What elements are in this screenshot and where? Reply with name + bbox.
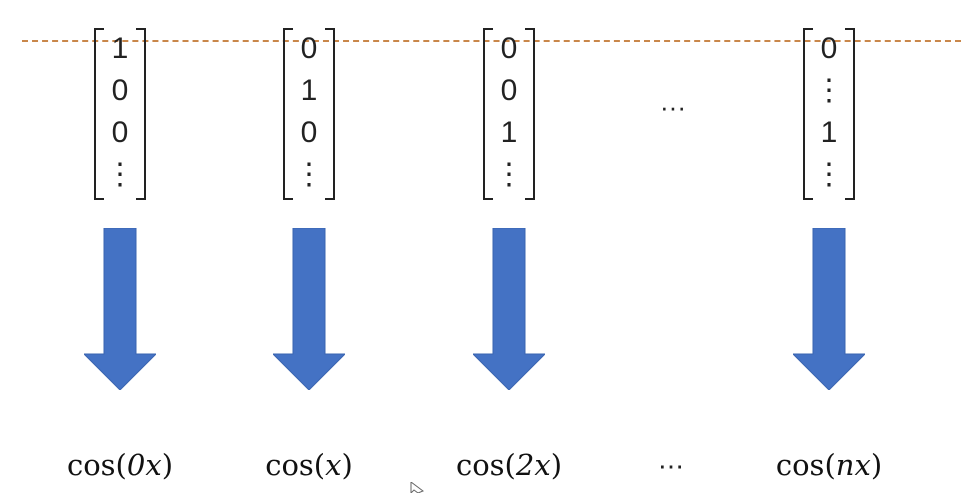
label-function: cos( <box>775 448 836 482</box>
vector-entries: 0 0 1 ⋮ <box>493 28 525 198</box>
down-arrow-icon <box>273 228 345 390</box>
vector-entry: 0 <box>300 116 318 149</box>
right-bracket <box>325 28 335 200</box>
cos-label-1: cos(0x) <box>67 448 173 482</box>
vector-entry: ⋮ <box>294 158 324 191</box>
label-function: cos( <box>66 448 127 482</box>
left-bracket <box>94 28 104 200</box>
left-bracket <box>283 28 293 200</box>
right-bracket <box>525 28 535 200</box>
vector-entry: 0 <box>500 32 518 65</box>
vector-entry: ⋮ <box>494 158 524 191</box>
label-argument: 2x <box>515 448 551 482</box>
dashed-guide-line <box>22 40 961 42</box>
basis-vector-2: 0 1 0 ⋮ <box>283 28 335 200</box>
cos-label-n: cos(nx) <box>776 448 882 482</box>
label-close: ) <box>870 448 883 482</box>
right-bracket <box>136 28 146 200</box>
label-ellipsis: ⋯ <box>658 452 684 482</box>
left-bracket <box>803 28 813 200</box>
vector-entry: 0 <box>300 32 318 65</box>
vector-entry: 0 <box>111 116 129 149</box>
down-arrow-icon <box>793 228 865 390</box>
left-bracket <box>483 28 493 200</box>
vector-entry: ⋮ <box>105 158 135 191</box>
mouse-cursor-icon <box>410 482 424 493</box>
vector-entry: 1 <box>500 116 518 149</box>
label-function: cos( <box>265 448 326 482</box>
basis-vector-3: 0 0 1 ⋮ <box>483 28 535 200</box>
cos-label-2: cos(x) <box>265 448 353 482</box>
basis-column-n: 0 ⋮ 1 ⋮ cos(nx) <box>769 0 889 493</box>
label-close: ) <box>550 448 563 482</box>
vector-entry: 1 <box>300 74 318 107</box>
vector-entries: 0 1 0 ⋮ <box>293 28 325 198</box>
label-argument: nx <box>835 448 871 482</box>
vector-entry: 0 <box>820 32 838 65</box>
vector-entries: 0 ⋮ 1 ⋮ <box>813 28 845 198</box>
vector-entry: ⋮ <box>814 158 844 191</box>
basis-column-1: 1 0 0 ⋮ cos(0x) <box>60 0 180 493</box>
vector-entries: 1 0 0 ⋮ <box>104 28 136 198</box>
vector-ellipsis: ··· <box>660 92 686 122</box>
vector-entry: 0 <box>500 74 518 107</box>
vector-entry: 1 <box>111 32 129 65</box>
basis-column-2: 0 1 0 ⋮ cos(x) <box>249 0 369 493</box>
label-argument: x <box>325 448 342 482</box>
right-bracket <box>845 28 855 200</box>
basis-column-3: 0 0 1 ⋮ cos(2x) <box>449 0 569 493</box>
down-arrow-icon <box>84 228 156 390</box>
label-function: cos( <box>455 448 516 482</box>
label-close: ) <box>161 448 174 482</box>
vector-entry: 1 <box>820 116 838 149</box>
down-arrow-icon <box>473 228 545 390</box>
cos-label-3: cos(2x) <box>456 448 562 482</box>
vector-entry: 0 <box>111 74 129 107</box>
basis-vector-n: 0 ⋮ 1 ⋮ <box>803 28 855 200</box>
label-argument: 0x <box>126 448 162 482</box>
label-close: ) <box>341 448 353 482</box>
vector-entry: ⋮ <box>814 74 844 107</box>
basis-vector-1: 1 0 0 ⋮ <box>94 28 146 200</box>
